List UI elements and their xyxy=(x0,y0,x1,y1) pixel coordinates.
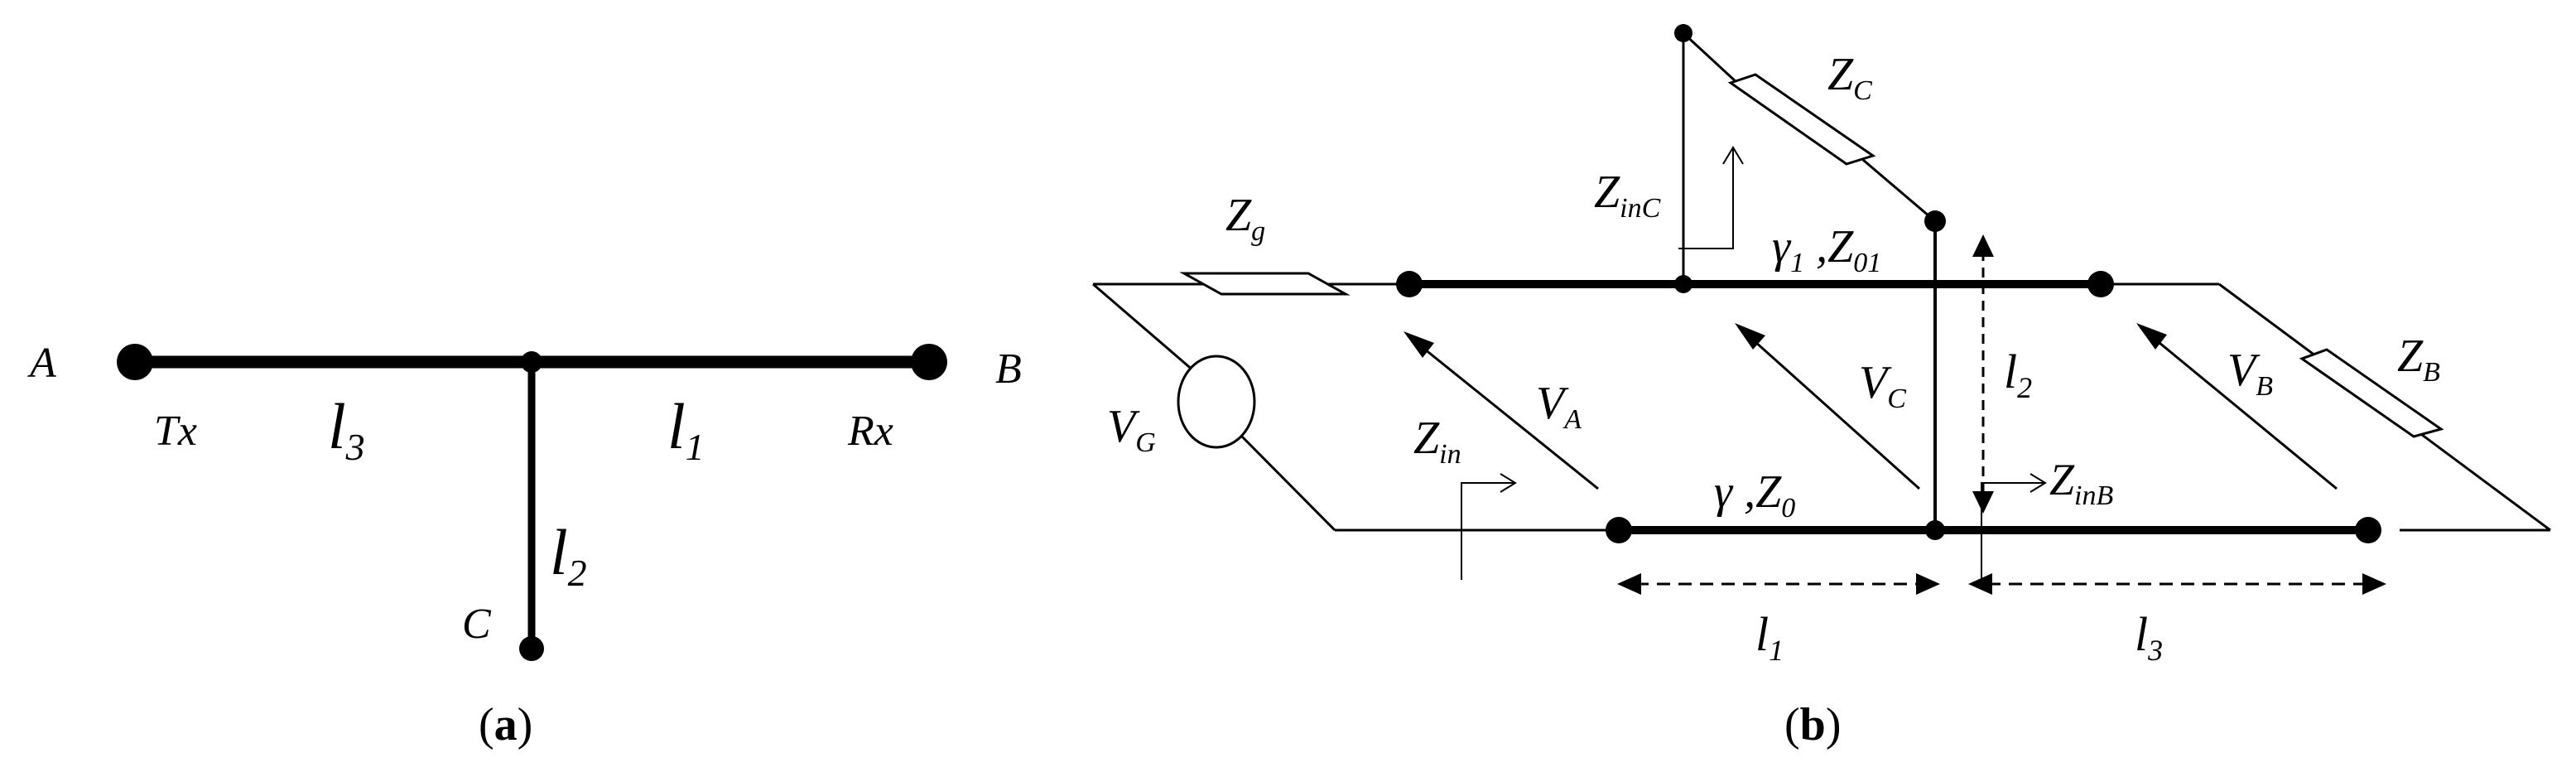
panel-a: A B C Tx Rx l3 l1 l2 (a) xyxy=(27,340,1022,750)
label-vg: VG xyxy=(1107,401,1156,458)
branch-c-diagonal-right xyxy=(1862,158,1936,223)
node-upper-mid xyxy=(1674,275,1692,293)
caption-a: (a) xyxy=(479,699,532,750)
l3-arrow-right xyxy=(2362,573,2386,595)
label-vb: VB xyxy=(2227,345,2273,402)
label-node-c: C xyxy=(462,601,492,648)
l2-arrow-bottom xyxy=(1972,491,1994,514)
zc-impedance xyxy=(1727,73,1876,166)
vc-arrow xyxy=(1737,326,1921,490)
node-upper-right xyxy=(2087,271,2114,297)
label-zinc: ZinC xyxy=(1594,166,1661,224)
zg-impedance xyxy=(1179,272,1351,296)
label-l2-b: l2 xyxy=(2004,345,2032,404)
panel-b xyxy=(1092,24,2551,595)
panel-b-labels: Zg ZC ZinC γ1 ,Z01 l2 ZB VB VC VA VG Zin xyxy=(1107,49,2440,750)
l1-arrow-left xyxy=(1617,573,1641,595)
node-upper-left xyxy=(1396,271,1423,297)
node-lower-mid xyxy=(1925,520,1945,540)
zinc-marker-arrow xyxy=(1722,146,1744,165)
label-node-a: A xyxy=(27,340,56,387)
junction-dot xyxy=(521,351,542,373)
label-va: VA xyxy=(1536,378,1582,435)
zinc-marker xyxy=(1678,147,1734,249)
label-gamma-z0: γ ,Z0 xyxy=(1714,466,1795,524)
label-gamma1-z01: γ1 ,Z01 xyxy=(1772,221,1881,278)
zin-marker xyxy=(1461,482,1515,580)
label-zin: Zin xyxy=(1413,413,1461,470)
node-c-end xyxy=(1924,210,1946,232)
label-node-b: B xyxy=(995,345,1022,393)
label-l3-b: l3 xyxy=(2135,607,2163,667)
label-zg: Zg xyxy=(1225,190,1265,247)
zinb-marker xyxy=(1981,482,2045,588)
label-tx: Tx xyxy=(154,408,197,455)
vb-arrowhead xyxy=(2136,323,2167,350)
node-c-top xyxy=(1674,24,1692,42)
caption-b: (b) xyxy=(1784,699,1841,750)
l1-arrow-right xyxy=(1916,573,1940,595)
label-rx: Rx xyxy=(847,408,893,455)
va-arrow xyxy=(1407,334,1599,490)
node-a-dot xyxy=(117,344,153,380)
label-l2-a: l2 xyxy=(550,516,587,594)
label-zb: ZB xyxy=(2397,331,2440,388)
node-lower-left xyxy=(1606,517,1632,543)
l3-arrow-left xyxy=(1968,573,1992,595)
label-l1-a: l1 xyxy=(667,390,705,468)
zinb-marker-arrow xyxy=(2030,473,2047,493)
label-l1-b: l1 xyxy=(1755,607,1784,667)
left-diagonal-upper xyxy=(1092,282,1195,373)
left-diagonal-lower xyxy=(1237,432,1336,532)
label-zinb: ZinB xyxy=(2049,455,2113,511)
label-vc: VC xyxy=(1859,357,1906,414)
node-c-dot xyxy=(519,636,544,661)
label-zc: ZC xyxy=(1827,49,1872,106)
zin-marker-arrow xyxy=(1500,473,1517,493)
node-b-dot xyxy=(911,344,947,380)
vb-arrow xyxy=(2140,326,2338,490)
va-arrowhead xyxy=(1404,331,1434,358)
label-l3-a: l3 xyxy=(328,390,365,468)
vc-arrowhead xyxy=(1735,323,1765,350)
node-lower-right xyxy=(2355,517,2381,543)
branch-c-diagonal-left xyxy=(1682,31,1739,84)
zb-impedance xyxy=(2299,348,2444,438)
vg-source xyxy=(1177,355,1256,449)
l2-arrow-top xyxy=(1972,234,1994,257)
